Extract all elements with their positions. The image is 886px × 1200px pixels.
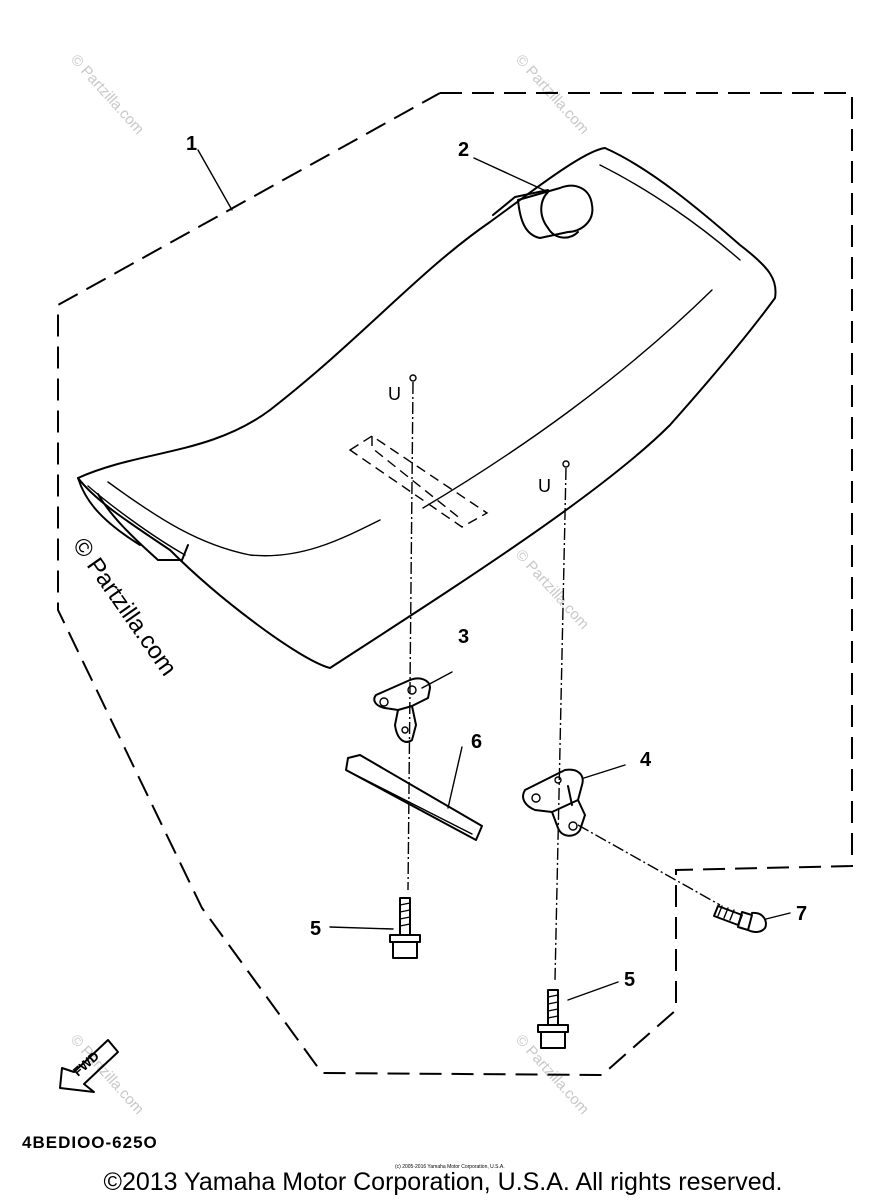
clip-symbol-left: U (388, 384, 401, 404)
axis-line-left (407, 381, 414, 891)
bracket-part-3 (373, 677, 431, 743)
watermark-top-left: © Partzilla.com (67, 51, 147, 137)
tiny-copyright: (c) 2005-2016 Yamaha Motor Corporation, … (395, 1164, 505, 1170)
seat-body: U U (77, 147, 777, 669)
callout-5-left: 5 (310, 918, 321, 940)
axis-line-right (554, 467, 567, 981)
callout-1: 1 (186, 133, 197, 155)
callout-3: 3 (458, 626, 469, 648)
watermark-top-right: © Partzilla.com (512, 51, 592, 137)
diagram-reference-code: 4BEDIOO-625O (22, 1133, 158, 1152)
bolt-part-5-right (537, 989, 569, 1049)
callout-5-right: 5 (624, 969, 635, 991)
copyright-notice: ©2013 Yamaha Motor Corporation, U.S.A. A… (104, 1168, 783, 1196)
assembly-boundary (57, 92, 853, 1077)
axis-line-bolt7 (577, 824, 721, 906)
rubber-strip-part-6 (345, 754, 483, 841)
callout-6: 6 (471, 731, 482, 753)
watermark-large: © Partzilla.com (67, 533, 182, 681)
callout-4: 4 (640, 749, 652, 771)
bracket-part-4 (522, 768, 586, 837)
watermark-mid-right: © Partzilla.com (512, 546, 592, 632)
bolt-part-5-left (389, 897, 421, 959)
callout-2: 2 (458, 139, 469, 161)
watermark-group: © Partzilla.com © Partzilla.com © Partzi… (67, 51, 592, 1117)
leader-lines (197, 149, 791, 1001)
bolt-part-7 (713, 905, 767, 933)
callout-7: 7 (796, 903, 807, 925)
clip-symbol-right: U (538, 476, 551, 496)
